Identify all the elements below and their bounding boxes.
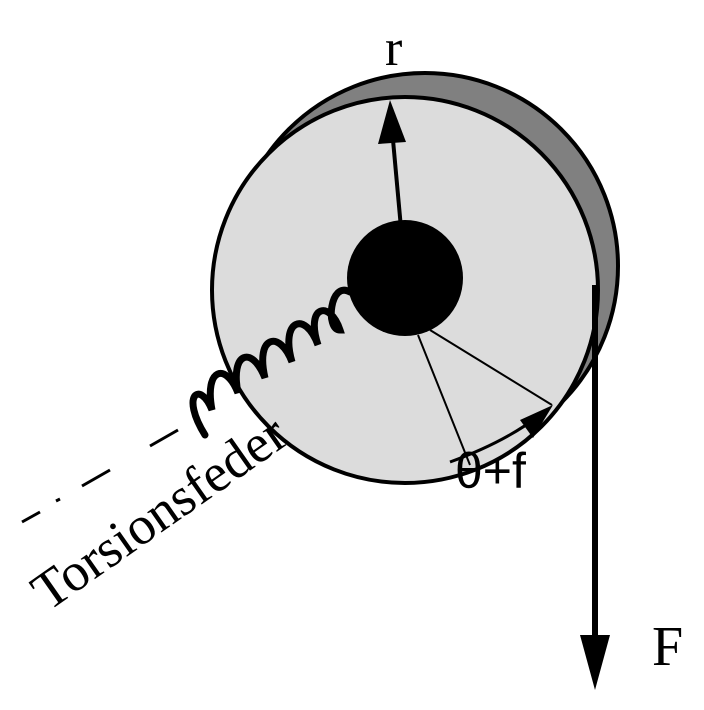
angle-line-1 xyxy=(429,329,553,406)
spring-axis-dashed xyxy=(21,428,179,524)
angle-arrow xyxy=(449,405,553,464)
radius-label: r xyxy=(385,20,402,77)
force-arrow xyxy=(580,285,610,690)
radius-arrow xyxy=(378,100,406,229)
spring-label: Torsionsfeder xyxy=(20,403,297,622)
angle-line-2 xyxy=(417,334,471,466)
torsion-spring xyxy=(189,286,354,439)
hub xyxy=(347,220,463,336)
angle-label: θ+f xyxy=(455,443,526,499)
force-label: F xyxy=(652,616,683,678)
